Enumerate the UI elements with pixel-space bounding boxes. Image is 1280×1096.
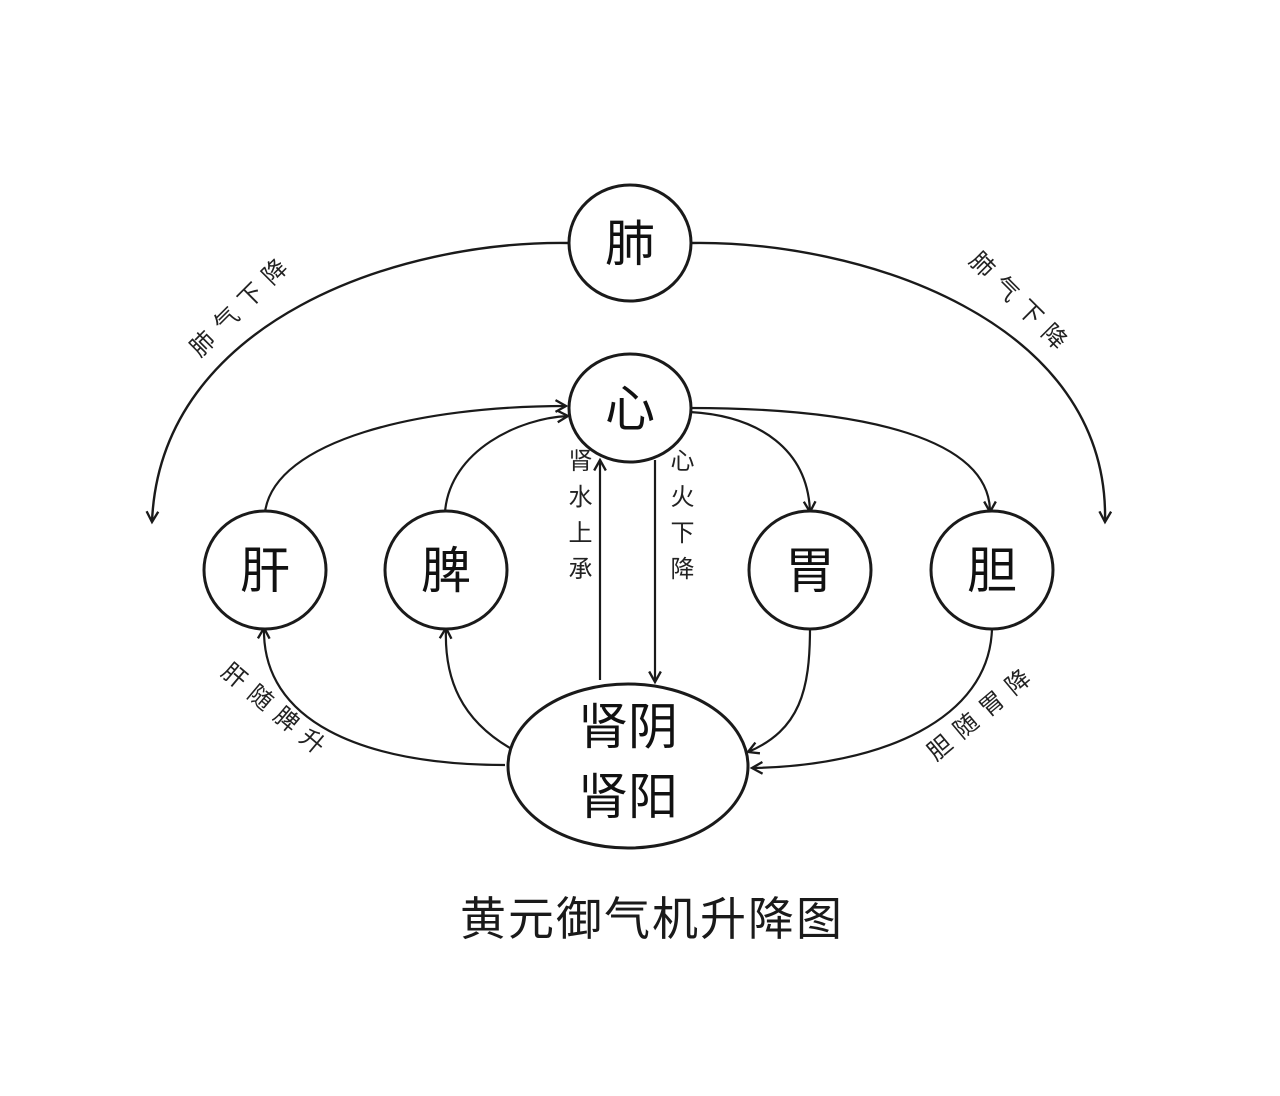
label-kidney-water-up: 肾水上承 [564, 448, 592, 592]
node-liver-label: 肝 [240, 542, 290, 600]
node-gallbladder: 胆 [929, 509, 1055, 631]
kidney-to-spleen-arc [446, 628, 511, 749]
gallbladder-to-kidney-arc [752, 627, 994, 768]
label-liver-rise: 肝随脾升 [216, 657, 338, 766]
lung-left-arc [152, 241, 571, 522]
node-stomach: 胃 [747, 509, 873, 631]
node-gallbladder-label: 胆 [967, 542, 1017, 600]
node-spleen-label: 脾 [421, 542, 471, 600]
label-gallbladder-descend: 胆随胃降 [922, 657, 1044, 766]
node-kidney-yin-label: 肾阴 [578, 698, 678, 756]
stomach-to-kidney-arc [748, 627, 812, 752]
label-heart-fire-down: 心火下降 [666, 448, 694, 592]
node-kidney-yang-label: 肾阳 [578, 768, 678, 826]
node-lung-label: 肺 [605, 215, 655, 273]
lung-right-arc [689, 241, 1105, 522]
kidney-to-liver-arc [264, 628, 506, 767]
diagram-caption: 黄元御气机升降图 [460, 892, 844, 946]
node-liver: 肝 [202, 509, 328, 631]
node-kidney: 肾阴 肾阳 [506, 682, 750, 850]
spleen-to-heart-arc [443, 416, 568, 513]
node-heart-label: 心 [605, 380, 655, 438]
heart-to-stomach-arc [689, 410, 810, 512]
node-spleen: 脾 [383, 509, 509, 631]
heart-to-gallbladder-arc [689, 406, 990, 512]
liver-to-heart-arc [263, 406, 566, 513]
node-lung: 肺 [567, 183, 693, 303]
node-heart: 心 [567, 352, 693, 464]
node-stomach-label: 胃 [785, 542, 835, 600]
